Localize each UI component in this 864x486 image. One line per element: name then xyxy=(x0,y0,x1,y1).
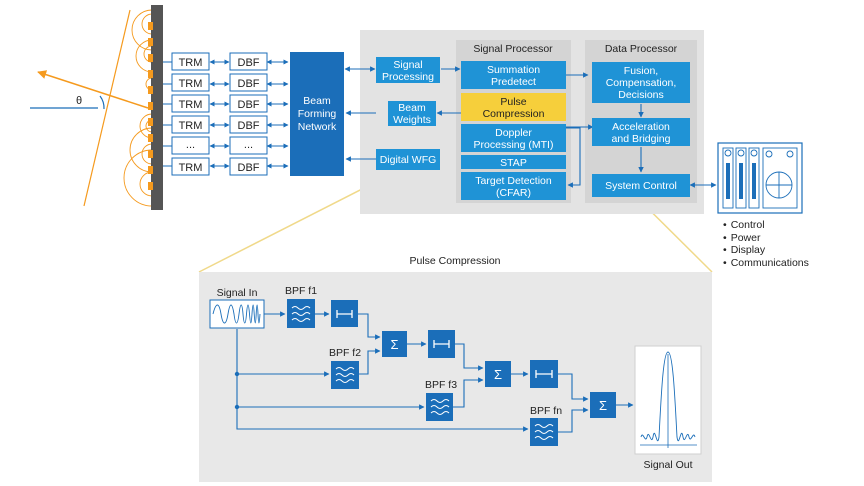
detail-panel xyxy=(199,272,712,482)
bfn-line-3: Network xyxy=(298,121,337,133)
signal-out-waveform xyxy=(634,345,702,455)
trm-label: TRM xyxy=(179,162,203,174)
wavefront-line xyxy=(83,9,131,207)
delay-block xyxy=(331,300,358,327)
arrow-feed-main xyxy=(236,329,529,432)
bpf-block xyxy=(426,393,453,421)
channel-chain: TRM TRM TRM TRM ... TRM DBF DBF DBF DBF … xyxy=(163,52,289,176)
dbf-label: DBF xyxy=(238,120,260,132)
function-item: Control xyxy=(723,219,809,232)
function-item: Communications xyxy=(723,257,809,270)
arrow-bpfn-sum3 xyxy=(558,407,589,433)
target-detection-line-2: (CFAR) xyxy=(496,187,531,199)
dbf-label: DBF xyxy=(238,162,260,174)
function-item: Power xyxy=(723,232,809,245)
summation-block xyxy=(461,61,566,89)
signal-processing-line-2: Processing xyxy=(382,71,434,83)
bpf-f1-label: BPF f1 xyxy=(285,285,317,297)
summation-line-1: Summation xyxy=(487,64,540,76)
arrow-doppler-detection xyxy=(566,127,581,188)
pulse-compression-line-1: Pulse xyxy=(500,96,526,108)
signal-out-label: Signal Out xyxy=(643,459,692,471)
signal-in-waveform xyxy=(209,299,265,329)
trm-label: TRM xyxy=(179,120,203,132)
summation-line-2: Predetect xyxy=(491,76,536,88)
acceleration-block xyxy=(592,118,690,146)
radiating-elements xyxy=(148,22,153,190)
fusion-line-1: Fusion, xyxy=(624,65,658,77)
fusion-line-3: Decisions xyxy=(618,89,664,101)
dbf-label: DBF xyxy=(238,57,260,69)
arrow-delay2-sum2 xyxy=(455,343,484,371)
target-detection-block xyxy=(461,172,566,200)
bpf-fn-label: BPF fn xyxy=(530,405,562,417)
signal-in-label: Signal In xyxy=(217,287,258,299)
sum-block-3 xyxy=(590,392,616,418)
bpf-block xyxy=(530,418,558,446)
sum-block-1 xyxy=(382,331,407,357)
detail-title: Pulse Compression xyxy=(409,255,500,267)
doppler-line-2: Processing (MTI) xyxy=(474,139,554,151)
trm-label: TRM xyxy=(179,78,203,90)
pulse-compression-block xyxy=(461,93,566,121)
stap-block xyxy=(461,155,566,169)
stap-label: STAP xyxy=(500,157,527,169)
trm-label: ... xyxy=(186,139,195,151)
arrow-bpf2-sum1 xyxy=(359,348,381,375)
angle-arc xyxy=(99,95,105,110)
beam-forming-network xyxy=(290,52,344,176)
signal-processing-block xyxy=(376,57,440,83)
dbf-label: DBF xyxy=(238,78,260,90)
bpf-block xyxy=(287,299,315,328)
signal-processing-line-1: Signal xyxy=(393,59,422,71)
data-processor-title: Data Processor xyxy=(605,43,678,55)
target-detection-line-1: Target Detection xyxy=(475,175,552,187)
beam-weights-line-2: Weights xyxy=(393,114,431,126)
delay-block xyxy=(530,360,558,388)
beam-direction-arrow xyxy=(37,70,149,109)
doppler-block xyxy=(461,124,566,152)
beam-weights-block xyxy=(388,101,436,126)
system-functions-list: Control Power Display Communications xyxy=(723,219,809,269)
antenna-array: θ xyxy=(30,5,163,210)
system-control-block xyxy=(592,174,690,197)
delay-block xyxy=(428,330,455,358)
doppler-line-1: Doppler xyxy=(495,127,532,139)
digital-wfg-block xyxy=(376,149,440,170)
pulse-compression-line-2: Compression xyxy=(483,108,545,120)
arrow-delay1-sum1 xyxy=(358,313,381,340)
signal-processor-title: Signal Processor xyxy=(473,43,553,55)
dbf-label: DBF xyxy=(238,99,260,111)
sum-symbol-1: Σ xyxy=(390,337,398,352)
arrow-bpf3-sum2 xyxy=(453,377,484,408)
trm-label: TRM xyxy=(179,99,203,111)
acceleration-line-1: Acceleration xyxy=(612,121,670,133)
sum-symbol-2: Σ xyxy=(494,367,502,382)
fusion-block xyxy=(592,62,690,103)
acceleration-line-2: and Bridging xyxy=(612,133,671,145)
theta-label: θ xyxy=(76,95,82,107)
hardware-rack-icon xyxy=(717,142,803,214)
fusion-line-2: Compensation, xyxy=(606,77,677,89)
bfn-line-1: Beam xyxy=(303,95,331,107)
array-panel xyxy=(151,5,163,210)
bpf-f2-label: BPF f2 xyxy=(329,347,361,359)
sum-block-2 xyxy=(485,361,511,387)
arrow-delay3-sum3 xyxy=(558,373,589,402)
bpf-f3-label: BPF f3 xyxy=(425,379,457,391)
bpf-block xyxy=(331,361,359,389)
trm-label: TRM xyxy=(179,57,203,69)
system-control-label: System Control xyxy=(605,180,677,192)
sum-symbol-3: Σ xyxy=(599,398,607,413)
dbf-label: ... xyxy=(244,139,253,151)
beam-weights-line-1: Beam xyxy=(398,102,426,114)
digital-wfg-label: Digital WFG xyxy=(380,154,437,166)
function-item: Display xyxy=(723,244,809,257)
bfn-line-2: Forming xyxy=(298,108,337,120)
